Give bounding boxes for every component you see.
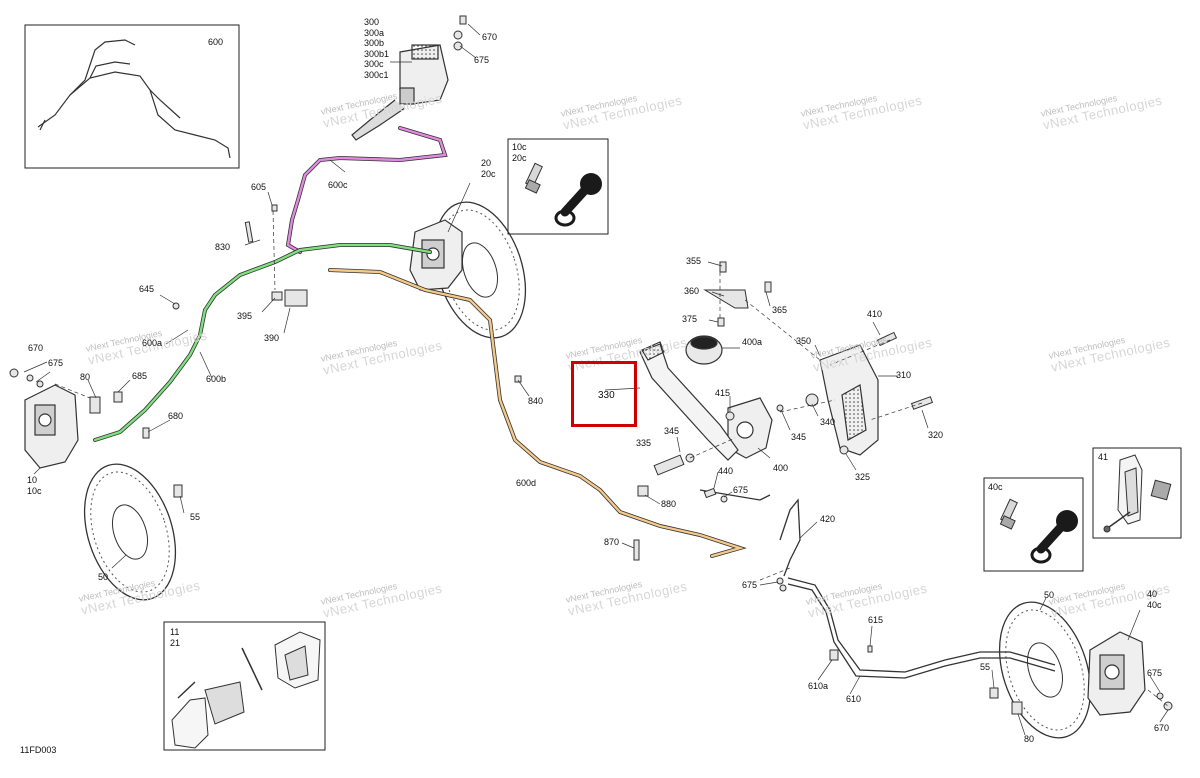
- callout-80-left[interactable]: 80: [80, 372, 91, 382]
- callout-685[interactable]: 685: [132, 371, 148, 381]
- hose-600d: [328, 268, 747, 558]
- front-brake-pads-icon: [171, 631, 321, 749]
- callout-675-top[interactable]: 675: [474, 55, 490, 65]
- callout-340[interactable]: 340: [820, 417, 836, 427]
- callout-320[interactable]: 320: [928, 430, 944, 440]
- callout-55-left[interactable]: 55: [190, 512, 201, 522]
- callout-600a[interactable]: 600a: [142, 338, 163, 348]
- bleeder-screw-icon-2: [999, 498, 1018, 530]
- callout-330[interactable]: 330: [598, 390, 615, 401]
- front-left-caliper: [24, 384, 79, 469]
- callout-345-a[interactable]: 345: [664, 426, 680, 436]
- fasteners: [9, 15, 1173, 715]
- callout-670-right[interactable]: 670: [1154, 723, 1170, 733]
- callout-335[interactable]: 335: [636, 438, 652, 448]
- callout-600b[interactable]: 600b: [206, 374, 227, 384]
- callout-325[interactable]: 325: [855, 472, 871, 482]
- brake-pedal: [639, 341, 739, 461]
- callout-870[interactable]: 870: [604, 537, 620, 547]
- inset-box-11: [163, 621, 326, 751]
- master-cylinder-bracket: [819, 344, 879, 456]
- callout-670-left[interactable]: 670: [28, 343, 44, 353]
- callout-355[interactable]: 355: [686, 256, 702, 266]
- callout-400a[interactable]: 400a: [742, 337, 763, 347]
- callout-55-right[interactable]: 55: [980, 662, 991, 672]
- bleeder-cap-icon: [554, 173, 602, 227]
- callout-830[interactable]: 830: [215, 242, 231, 252]
- bleeder-cap-icon-2: [1030, 510, 1078, 564]
- inset-600-hose-routing: [37, 39, 231, 159]
- highlight-box-330[interactable]: [571, 361, 637, 427]
- callout-390[interactable]: 390: [264, 333, 280, 343]
- callout-345-b[interactable]: 345: [791, 432, 807, 442]
- callout-605[interactable]: 605: [251, 182, 267, 192]
- hose-600c: [285, 126, 448, 254]
- callout-360[interactable]: 360: [684, 286, 700, 296]
- inset-box-600: [24, 24, 240, 169]
- callout-610a[interactable]: 610a: [808, 681, 829, 691]
- callout-420[interactable]: 420: [820, 514, 836, 524]
- callout-600-inset[interactable]: 600: [208, 37, 224, 47]
- callout-80-right[interactable]: 80: [1024, 734, 1035, 744]
- callout-41-inset[interactable]: 41: [1098, 452, 1109, 462]
- callout-645[interactable]: 645: [139, 284, 155, 294]
- callout-675-mid[interactable]: 675: [733, 485, 749, 495]
- hose-600b: [93, 243, 432, 442]
- rear-caliper: [1087, 631, 1146, 716]
- diagram-code: 11FD003: [20, 745, 57, 755]
- callout-615[interactable]: 615: [868, 615, 884, 625]
- callout-375[interactable]: 375: [682, 314, 698, 324]
- front-master-cylinder: [351, 44, 449, 141]
- callout-395[interactable]: 395: [237, 311, 253, 321]
- callout-50-left[interactable]: 50: [98, 572, 109, 582]
- front-right-caliper: [409, 219, 463, 291]
- callout-675-lower[interactable]: 675: [742, 580, 758, 590]
- hose-610: [699, 489, 1056, 679]
- inset-box-41: [1092, 447, 1182, 539]
- rear-brake-disc: [998, 601, 1092, 739]
- rear-master-cylinder: [685, 335, 773, 459]
- callout-675-left[interactable]: 675: [48, 358, 64, 368]
- callout-880[interactable]: 880: [661, 499, 677, 509]
- callout-50-right[interactable]: 50: [1044, 590, 1055, 600]
- callout-365[interactable]: 365: [772, 305, 788, 315]
- callout-670-top[interactable]: 670: [482, 32, 498, 42]
- callout-600d[interactable]: 600d: [516, 478, 537, 488]
- front-left-brake-disc: [83, 463, 177, 601]
- callout-600c[interactable]: 600c: [328, 180, 348, 190]
- rear-brake-pads-icon: [1103, 454, 1172, 533]
- callout-350[interactable]: 350: [796, 336, 812, 346]
- callout-840[interactable]: 840: [528, 396, 544, 406]
- callout-675-right[interactable]: 675: [1147, 668, 1163, 678]
- inset-box-10c: [507, 138, 609, 235]
- callout-400[interactable]: 400: [773, 463, 789, 473]
- inset-box-40c: [983, 477, 1084, 572]
- callout-680[interactable]: 680: [168, 411, 184, 421]
- callout-40c-inset[interactable]: 40c: [988, 482, 1003, 492]
- callout-415[interactable]: 415: [715, 388, 731, 398]
- callout-440[interactable]: 440: [718, 466, 734, 476]
- callout-410[interactable]: 410: [867, 309, 883, 319]
- assembly-lines: [54, 210, 1169, 707]
- bleeder-screw-icon: [524, 162, 543, 194]
- callout-310[interactable]: 310: [896, 370, 912, 380]
- callout-610[interactable]: 610: [846, 694, 862, 704]
